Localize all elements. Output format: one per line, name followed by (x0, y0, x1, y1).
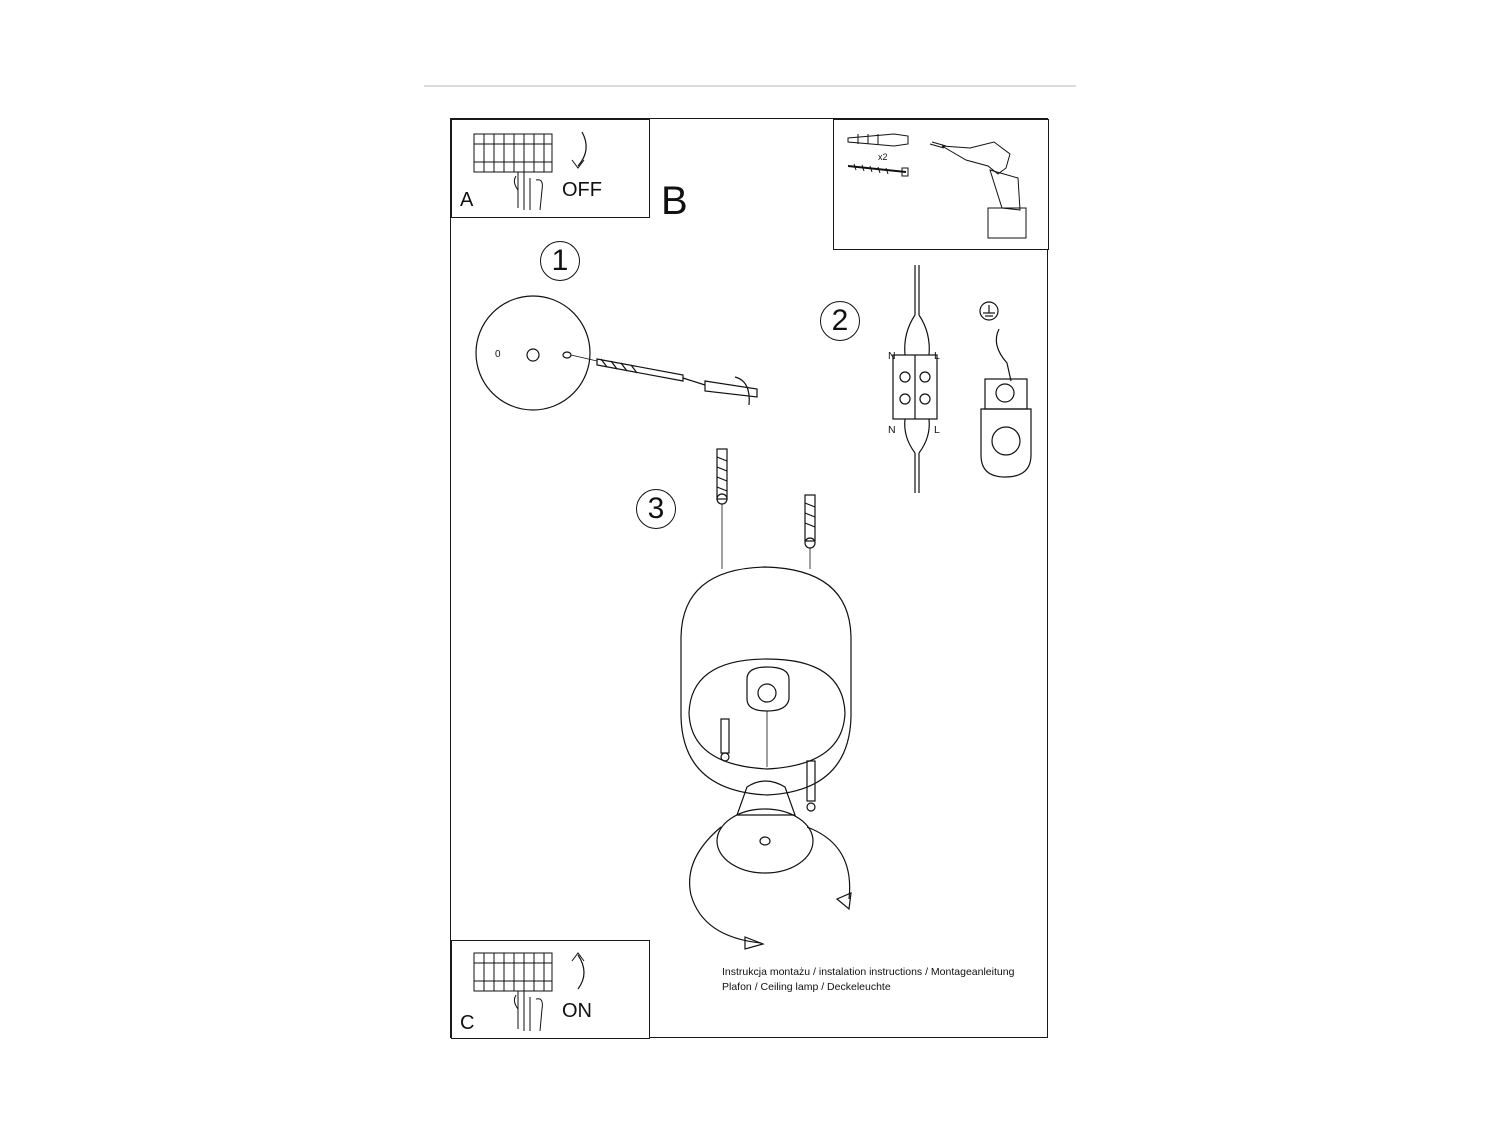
panel-a-power-off: A OFF (451, 119, 650, 218)
top-divider (424, 85, 1076, 87)
inner-screw-left (720, 718, 730, 762)
live-label-top: L (934, 350, 940, 362)
ground-icon (979, 301, 999, 321)
step-1-number: 1 (540, 241, 580, 281)
wall-plug-icon (847, 133, 909, 147)
panel-b-letter: B (661, 179, 688, 223)
step-1-mounting-plate (475, 295, 758, 411)
power-off-label: OFF (562, 179, 602, 201)
panel-c-power-on: C ON (451, 940, 650, 1039)
step-2-wiring (892, 265, 1032, 493)
live-label-bottom: L (934, 424, 940, 436)
instruction-sheet: A OFF B (450, 118, 1049, 1039)
neutral-label-bottom: N (888, 424, 896, 436)
tools-panel: x2 (833, 119, 1049, 250)
panel-c-letter: C (460, 1012, 475, 1034)
step-3-number: 3 (636, 489, 676, 529)
step-3-lamp-assembly (680, 448, 852, 950)
caption-line-1: Instrukcja montażu / instalation instruc… (722, 966, 1015, 978)
ceiling-screw-left (716, 448, 728, 569)
caption-line-2: Plafon / Ceiling lamp / Deckeleuchte (722, 981, 891, 993)
ceiling-screw-right (804, 494, 816, 569)
inner-screw-right (806, 760, 816, 812)
breaker-off-icon (473, 131, 587, 211)
panel-a-letter: A (460, 189, 474, 211)
bulb-icon (716, 780, 814, 874)
plate-mark: 0 (495, 349, 501, 360)
step-2-number: 2 (820, 301, 860, 341)
neutral-label-top: N (888, 350, 896, 362)
anchor-count: x2 (878, 152, 888, 162)
screw-icon (847, 163, 909, 177)
rotation-arrow-icon (689, 826, 852, 950)
breaker-on-icon (473, 952, 585, 1032)
drill-icon (929, 141, 1027, 239)
power-on-label: ON (562, 1000, 592, 1022)
